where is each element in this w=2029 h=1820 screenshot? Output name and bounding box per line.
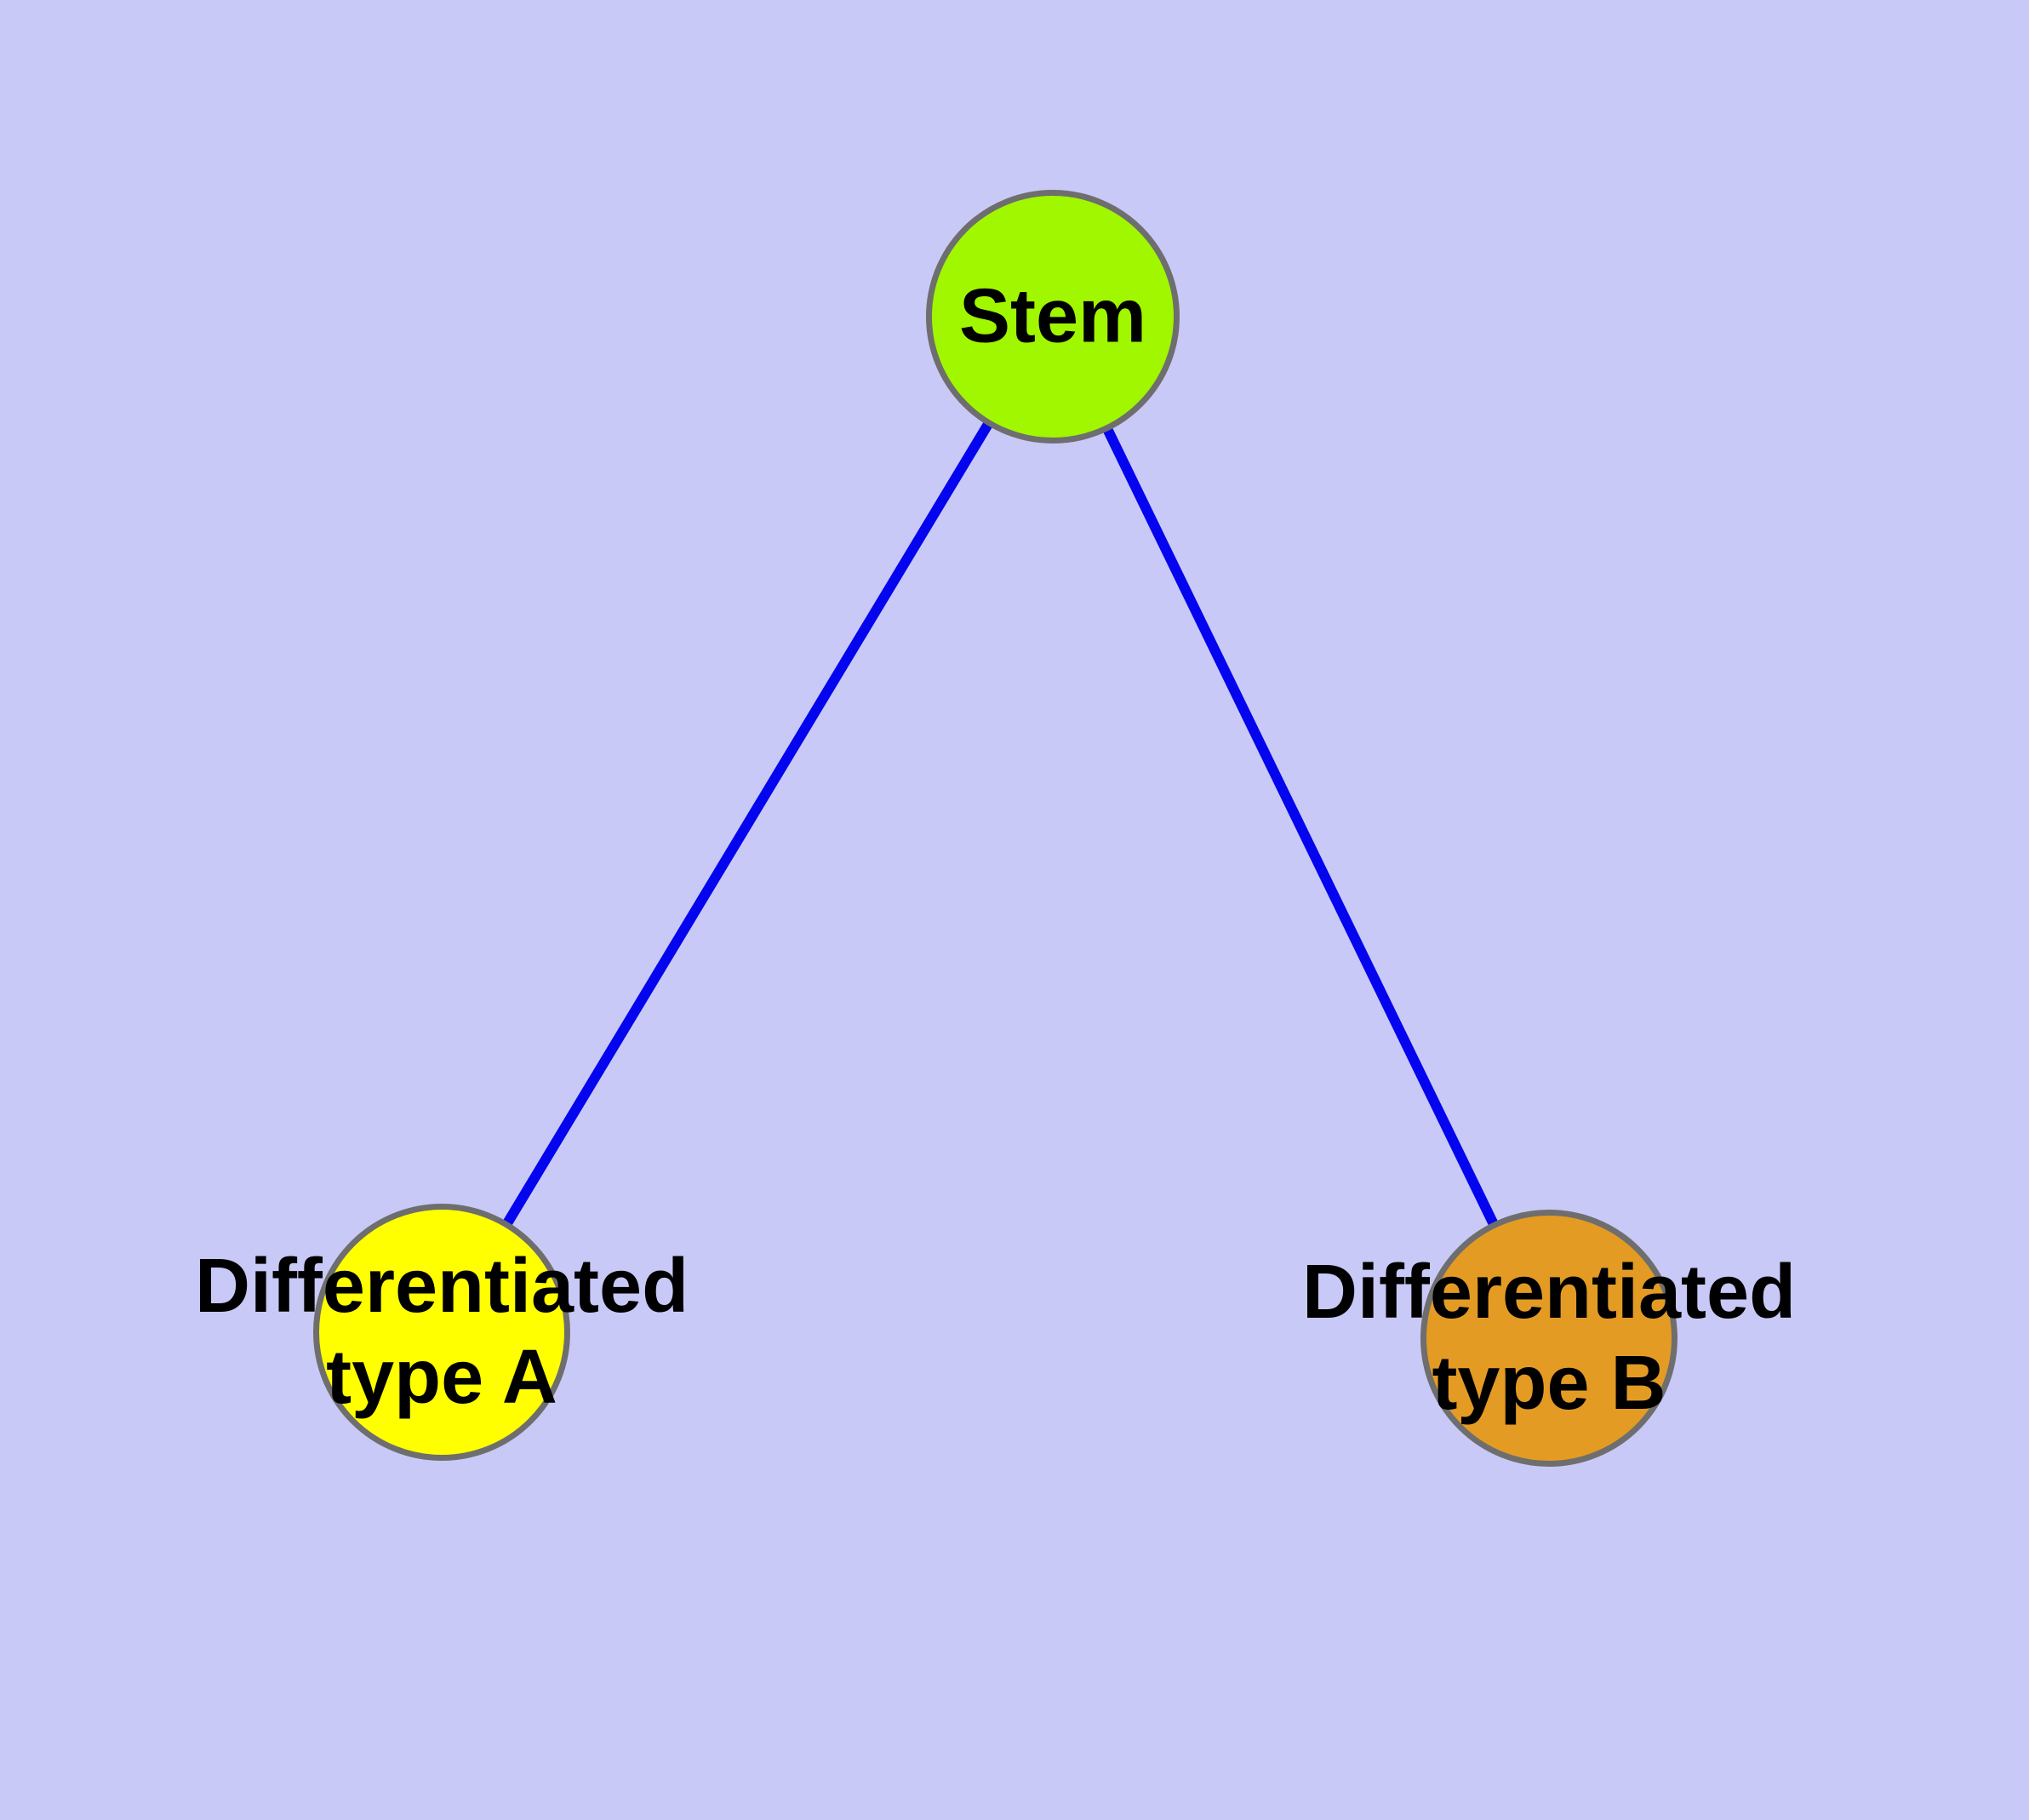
node-circle-stem — [926, 190, 1180, 444]
edge-stem-diff-a — [437, 313, 1058, 1336]
node-label-diff-a: Differentiated type A — [194, 1244, 689, 1420]
node-label-diff-b: Differentiated type B — [1301, 1250, 1797, 1426]
node-circle-diff-b — [1420, 1210, 1677, 1467]
node-circle-diff-a — [313, 1204, 570, 1461]
edge-stem-diff-b — [1048, 314, 1554, 1341]
node-label-stem: Stem — [958, 273, 1147, 359]
